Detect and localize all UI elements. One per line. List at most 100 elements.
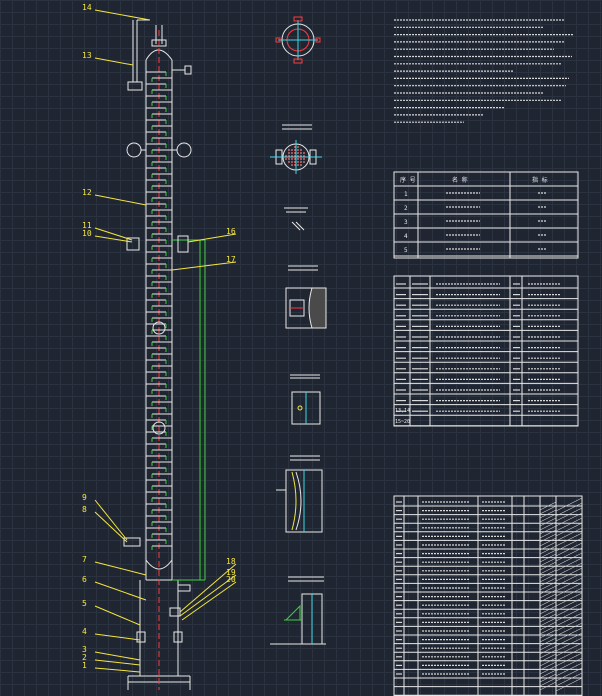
parts-hatch [539, 677, 557, 687]
parts-hatch [539, 549, 557, 559]
parts-hatch [539, 573, 557, 583]
tube-hole [294, 158, 296, 160]
parts-hatch [539, 569, 557, 579]
tube-hole [288, 152, 290, 154]
parts-hatch [539, 509, 557, 519]
tube-hole [294, 155, 296, 157]
parts-hatch [539, 533, 557, 543]
parts-hatch [539, 645, 557, 655]
design-row-no: 4 [404, 233, 408, 240]
parts-hatch [539, 637, 557, 647]
tube-hole [288, 149, 290, 151]
detail-support [285, 265, 327, 329]
parts-hatch [539, 625, 557, 635]
leader-labels: 14 13 12 11 10 16 17 9 8 7 6 5 4 3 2 1 1… [82, 3, 236, 670]
parts-hatch [539, 669, 557, 679]
parts-hatch [555, 527, 583, 542]
parts-hatch [539, 641, 557, 651]
parts-hatch [539, 577, 557, 587]
parts-hatch [555, 647, 583, 662]
design-table-header: 指 标 [532, 176, 548, 184]
parts-hatch [539, 529, 557, 539]
leader-label: 20 [226, 575, 236, 584]
leader-label: 17 [226, 255, 236, 264]
tube-hole [294, 164, 296, 166]
tube-hole [294, 161, 296, 163]
tube-hole [300, 158, 302, 160]
design-table-header: 序 号 [400, 176, 416, 184]
parts-hatch [555, 627, 583, 642]
parts-hatch [539, 653, 557, 663]
parts-hatch [539, 605, 557, 615]
parts-hatch [555, 667, 583, 682]
parts-hatch [539, 517, 557, 527]
leader-label: 18 [226, 557, 236, 566]
tube-hole [303, 158, 305, 160]
parts-hatch [555, 567, 583, 582]
parts-list-table [393, 495, 583, 696]
parts-hatch [555, 557, 583, 572]
parts-hatch [555, 547, 583, 562]
parts-hatch [539, 525, 557, 535]
nozzle-row-no: 15~20 [395, 419, 410, 425]
parts-hatch [539, 621, 557, 631]
column-trays [146, 71, 172, 550]
parts-hatch [555, 657, 583, 672]
parts-hatch [555, 622, 583, 637]
design-row-no: 3 [404, 219, 408, 226]
tube-hole [300, 149, 302, 151]
leader-label: 14 [82, 3, 92, 12]
tube-hole [291, 155, 293, 157]
leader-label: 6 [82, 575, 87, 584]
tube-hole [297, 146, 299, 148]
parts-hatch [539, 673, 557, 683]
parts-hatch [555, 552, 583, 567]
detail-flange [282, 124, 312, 130]
top-plan-view [275, 16, 321, 64]
design-table-text: 序 号 名 称 指 标 1 2 3 4 5 [400, 176, 548, 254]
tube-hole [291, 161, 293, 163]
reflux-pipe [127, 19, 206, 581]
parts-hatch [555, 522, 583, 537]
tube-hole [297, 161, 299, 163]
tube-hole [297, 152, 299, 154]
parts-hatch [555, 532, 583, 547]
tube-hole [285, 158, 287, 160]
tube-hole [294, 149, 296, 151]
parts-hatch [555, 602, 583, 617]
tube-hole [297, 155, 299, 157]
parts-hatch [539, 581, 557, 591]
tube-hole [291, 164, 293, 166]
parts-hatch [555, 642, 583, 657]
parts-hatch [555, 677, 583, 692]
parts-hatch [539, 585, 557, 595]
parts-hatch [555, 517, 583, 532]
leader-label: 3 [82, 645, 87, 654]
tube-hole [291, 152, 293, 154]
tube-hole [303, 161, 305, 163]
tube-hole [288, 155, 290, 157]
tube-hole [300, 152, 302, 154]
parts-hatch [539, 617, 557, 627]
leader-label: 4 [82, 627, 87, 636]
tube-hole [291, 149, 293, 151]
parts-hatch [555, 562, 583, 577]
tube-hole [288, 161, 290, 163]
parts-hatch [539, 601, 557, 611]
column-elevation [127, 25, 191, 690]
design-row-no: 5 [404, 247, 408, 254]
parts-hatch [539, 545, 557, 555]
parts-hatch [539, 597, 557, 607]
tube-hole [303, 155, 305, 157]
parts-hatch [555, 542, 583, 557]
parts-hatch [539, 561, 557, 571]
parts-hatch [555, 577, 583, 592]
parts-hatch [539, 593, 557, 603]
leader-label: 8 [82, 505, 87, 514]
parts-hatch [555, 632, 583, 647]
parts-hatch [539, 553, 557, 563]
design-row-no: 1 [404, 191, 408, 198]
detail-skirt [270, 576, 326, 645]
